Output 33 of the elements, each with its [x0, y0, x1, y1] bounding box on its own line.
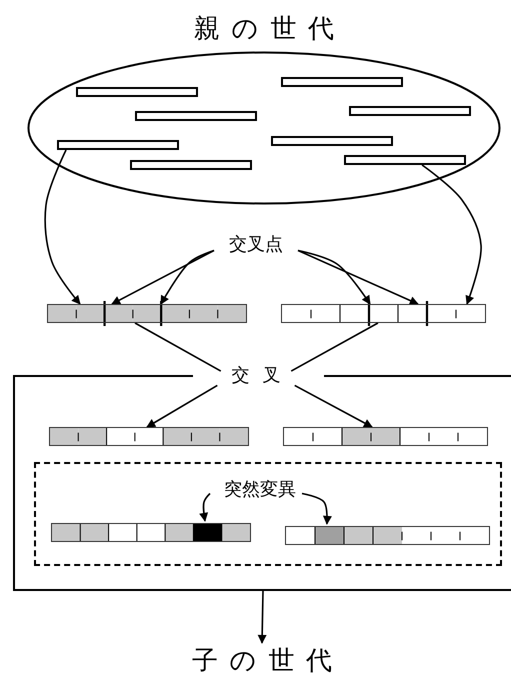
arrow	[111, 250, 214, 305]
arrow	[146, 384, 218, 428]
individual-bar	[344, 155, 466, 165]
arrow	[294, 384, 373, 428]
arrow	[199, 492, 211, 522]
arrow	[160, 250, 214, 305]
chromosome-bar	[47, 304, 247, 323]
offspring-generation-title: 子の世代	[190, 643, 334, 677]
individual-bar	[57, 140, 179, 150]
chromosome-bar	[283, 427, 488, 446]
chromosome-bar	[281, 304, 486, 323]
arrow	[298, 250, 419, 305]
connector-line	[290, 322, 378, 372]
individual-bar	[135, 111, 257, 121]
arrow	[302, 492, 332, 525]
chromosome-bar	[285, 526, 490, 545]
individual-bar	[281, 77, 403, 87]
individual-bar	[76, 87, 198, 97]
arrow	[258, 590, 267, 644]
arrow	[44, 150, 81, 305]
arrow	[298, 250, 371, 305]
crossover-point-label: 交叉点	[214, 231, 298, 257]
crossover-label: 交叉	[212, 362, 300, 388]
mutation-label: 突然変異	[214, 476, 306, 502]
mutation-frame	[34, 462, 502, 566]
arrow	[422, 164, 482, 305]
chromosome-bar	[51, 523, 251, 542]
individual-bar	[349, 106, 471, 116]
individual-bar	[130, 160, 252, 170]
chromosome-bar	[49, 427, 249, 446]
parent-generation-title: 親の世代	[192, 12, 347, 46]
connector-line	[134, 322, 222, 372]
individual-bar	[271, 136, 393, 146]
